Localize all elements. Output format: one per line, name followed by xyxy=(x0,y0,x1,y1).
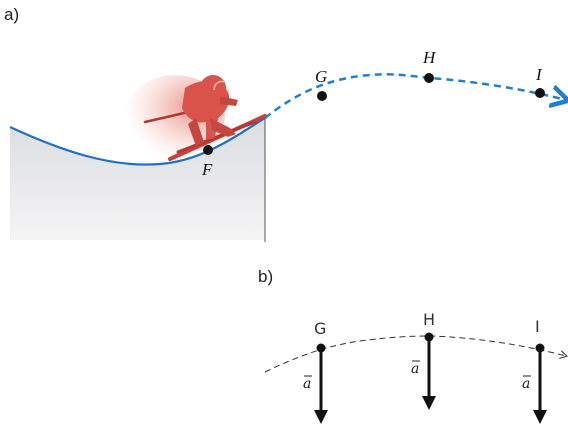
panel-b: b) G a H a I a xyxy=(258,267,566,424)
sketch-point-H-label: H xyxy=(423,310,435,329)
point-I-label: I xyxy=(535,65,543,84)
point-G-label: G xyxy=(315,67,327,86)
acceleration-label-I: a xyxy=(522,376,530,392)
panel-b-label: b) xyxy=(258,267,273,286)
sketch-point-G-label: G xyxy=(314,319,326,338)
point-H-dot xyxy=(424,73,434,83)
sketch-point-I-label: I xyxy=(535,317,540,336)
point-H-label: H xyxy=(422,48,437,67)
point-F-label: F xyxy=(201,160,213,179)
acceleration-label-G: a xyxy=(303,376,311,392)
panel-a: a) F G H I xyxy=(4,5,566,242)
point-I-dot xyxy=(535,88,545,98)
acceleration-arrow-icon xyxy=(422,396,436,410)
acceleration-arrow-icon xyxy=(533,410,547,424)
acceleration-label-H: a xyxy=(411,361,419,377)
panel-a-label: a) xyxy=(4,5,19,24)
acceleration-arrow-icon xyxy=(314,410,328,424)
point-F-dot xyxy=(203,145,213,155)
point-G-dot xyxy=(317,91,327,101)
trajectory-curve xyxy=(265,74,566,118)
